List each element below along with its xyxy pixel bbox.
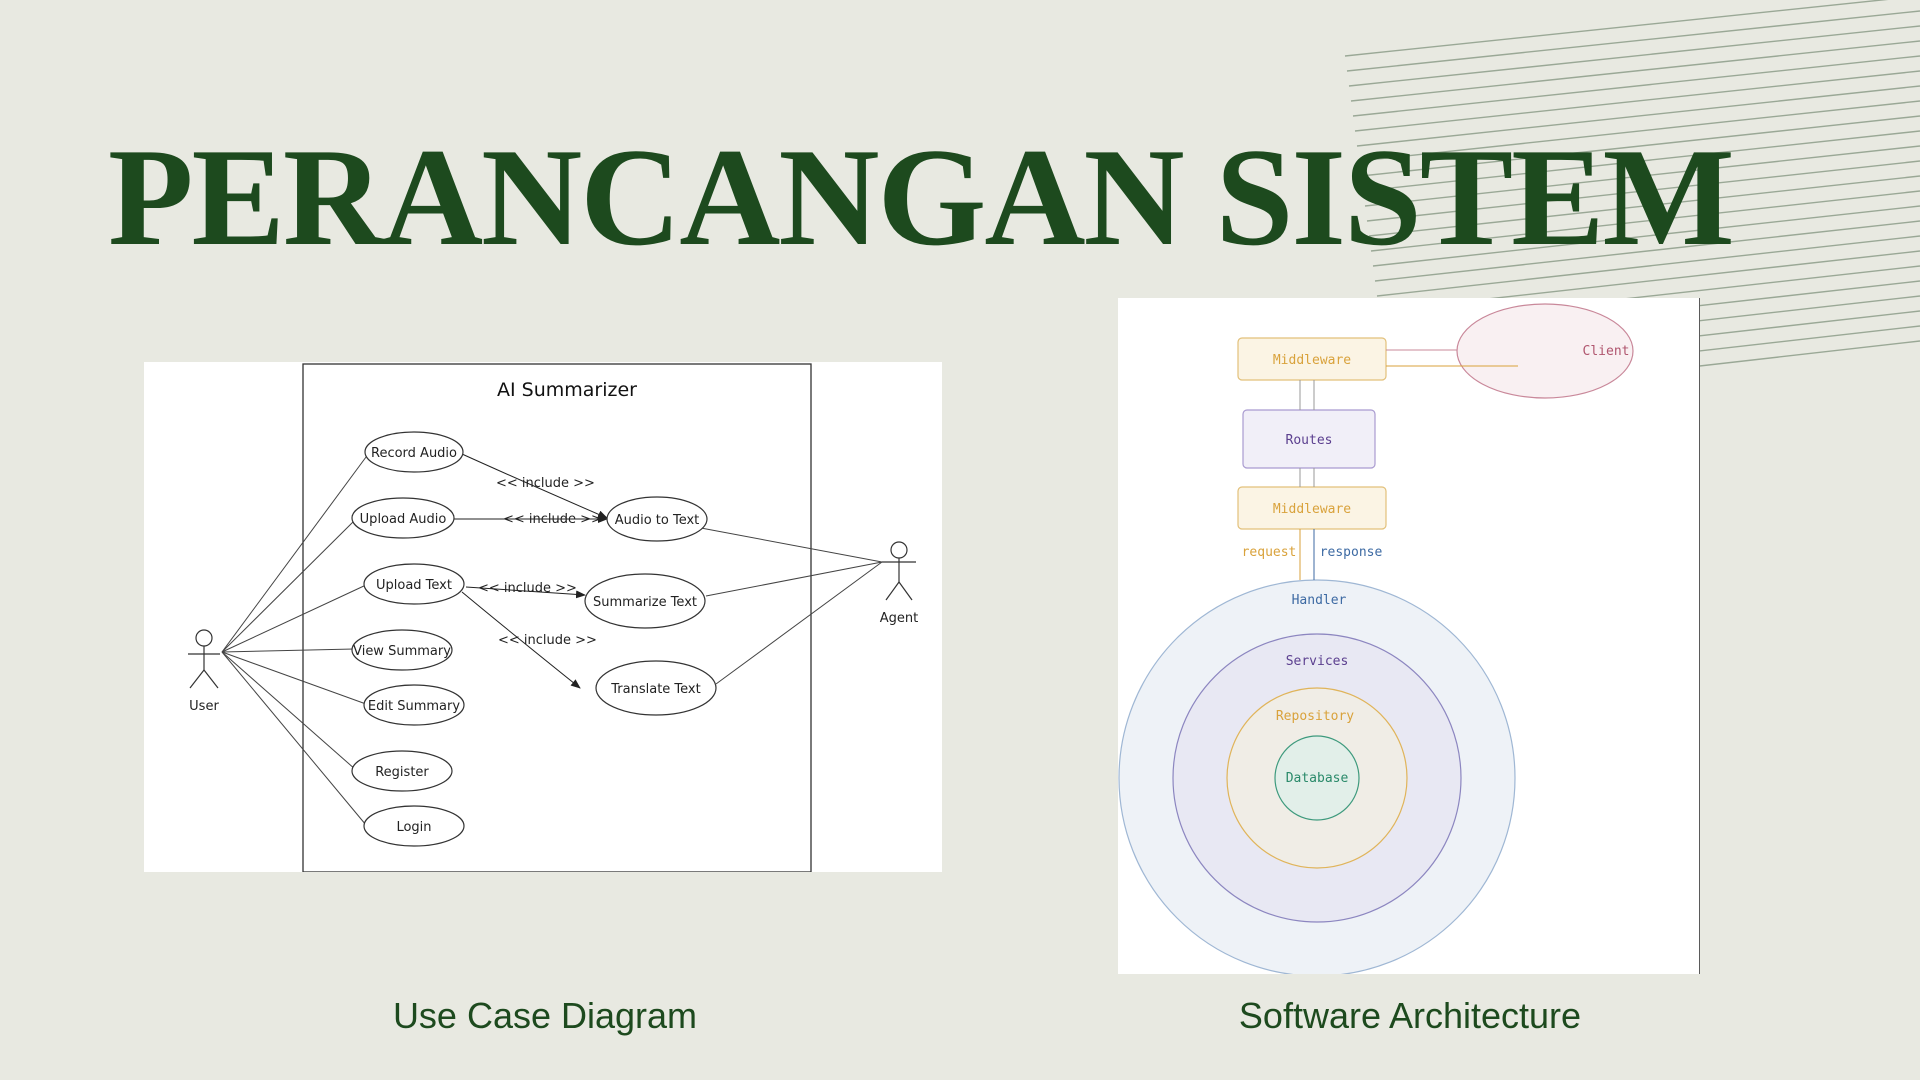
middleware-top-label: Middleware	[1273, 353, 1351, 368]
architecture-caption: Software Architecture	[1238, 995, 1582, 1036]
decorative-stripe	[1352, 55, 1920, 117]
decorative-stripe	[1362, 130, 1920, 192]
user-actor-icon	[188, 629, 220, 689]
actor-user-label: User	[189, 699, 219, 714]
database-layer	[1274, 735, 1360, 821]
software-architecture-diagram: Middleware Routes Middleware Client requ…	[1118, 298, 1700, 977]
include-label-1: << include >>	[496, 476, 595, 491]
decorative-stripe	[1344, 0, 1889, 57]
decorative-stripe	[1346, 10, 1920, 72]
user-associations	[221, 452, 370, 826]
client-node	[1456, 303, 1634, 399]
decorative-stripe	[1376, 235, 1920, 297]
use-case-caption: Use Case Diagram	[392, 995, 698, 1036]
use-case-register	[351, 750, 453, 792]
client-label: Client	[1583, 344, 1630, 359]
decorative-stripe	[1372, 205, 1920, 267]
use-case-login	[363, 805, 465, 847]
use-case-translate-text	[595, 660, 717, 716]
label-record-audio: Record Audio	[371, 446, 457, 461]
request-label: request	[1242, 545, 1297, 560]
connectors	[1299, 349, 1518, 580]
decorative-stripe	[1360, 115, 1920, 177]
response-label: response	[1320, 545, 1383, 560]
handler-label: Handler	[1292, 593, 1347, 608]
middleware-bottom-label: Middleware	[1273, 502, 1351, 517]
decorative-stripe	[1364, 145, 1920, 207]
include-label-4: << include >>	[498, 633, 597, 648]
database-label: Database	[1286, 771, 1349, 786]
label-edit-summary: Edit Summary	[368, 699, 460, 714]
use-case-upload-text	[363, 563, 465, 605]
use-case-record-audio	[364, 431, 464, 473]
label-view-summary: View Summary	[353, 644, 451, 659]
use-case-view-summary	[351, 629, 453, 671]
decorative-stripe	[1350, 40, 1920, 102]
use-case-diagram: AI Summarizer << i	[144, 362, 942, 873]
middleware-bottom-box	[1237, 486, 1387, 530]
label-audio-to-text: Audio to Text	[615, 513, 700, 528]
label-login: Login	[396, 820, 431, 835]
decorative-stripe	[1358, 100, 1920, 162]
decorative-stripe	[1366, 160, 1920, 222]
use-case-summarize-text	[584, 573, 706, 629]
include-label-3: << include >>	[478, 581, 577, 596]
label-upload-text: Upload Text	[376, 578, 452, 593]
use-case-upload-audio	[351, 497, 455, 539]
use-case-edit-summary	[363, 684, 465, 726]
services-label: Services	[1286, 654, 1349, 669]
agent-actor-icon	[882, 541, 916, 601]
agent-associations	[700, 527, 883, 685]
slide-title: PERANCANGAN SISTEM	[108, 120, 1735, 275]
decorative-stripe	[1356, 85, 1920, 147]
decorative-stripe	[1368, 175, 1920, 237]
repository-label: Repository	[1276, 709, 1354, 724]
system-name: AI Summarizer	[497, 379, 637, 401]
middleware-top-box	[1237, 337, 1387, 381]
decorative-stripe	[1370, 190, 1920, 252]
decorative-stripe	[1348, 25, 1920, 87]
label-summarize-text: Summarize Text	[593, 595, 697, 610]
label-register: Register	[375, 765, 429, 780]
routes-label: Routes	[1286, 433, 1333, 448]
use-case-audio-to-text	[606, 496, 708, 542]
decorative-stripe	[1354, 70, 1920, 132]
routes-box	[1242, 409, 1376, 469]
label-translate-text: Translate Text	[610, 682, 700, 697]
actor-agent-label: Agent	[880, 611, 918, 626]
include-arrows	[453, 453, 608, 689]
label-upload-audio: Upload Audio	[360, 512, 447, 527]
include-label-2: << include >>	[503, 512, 602, 527]
decorative-stripe	[1374, 220, 1920, 282]
